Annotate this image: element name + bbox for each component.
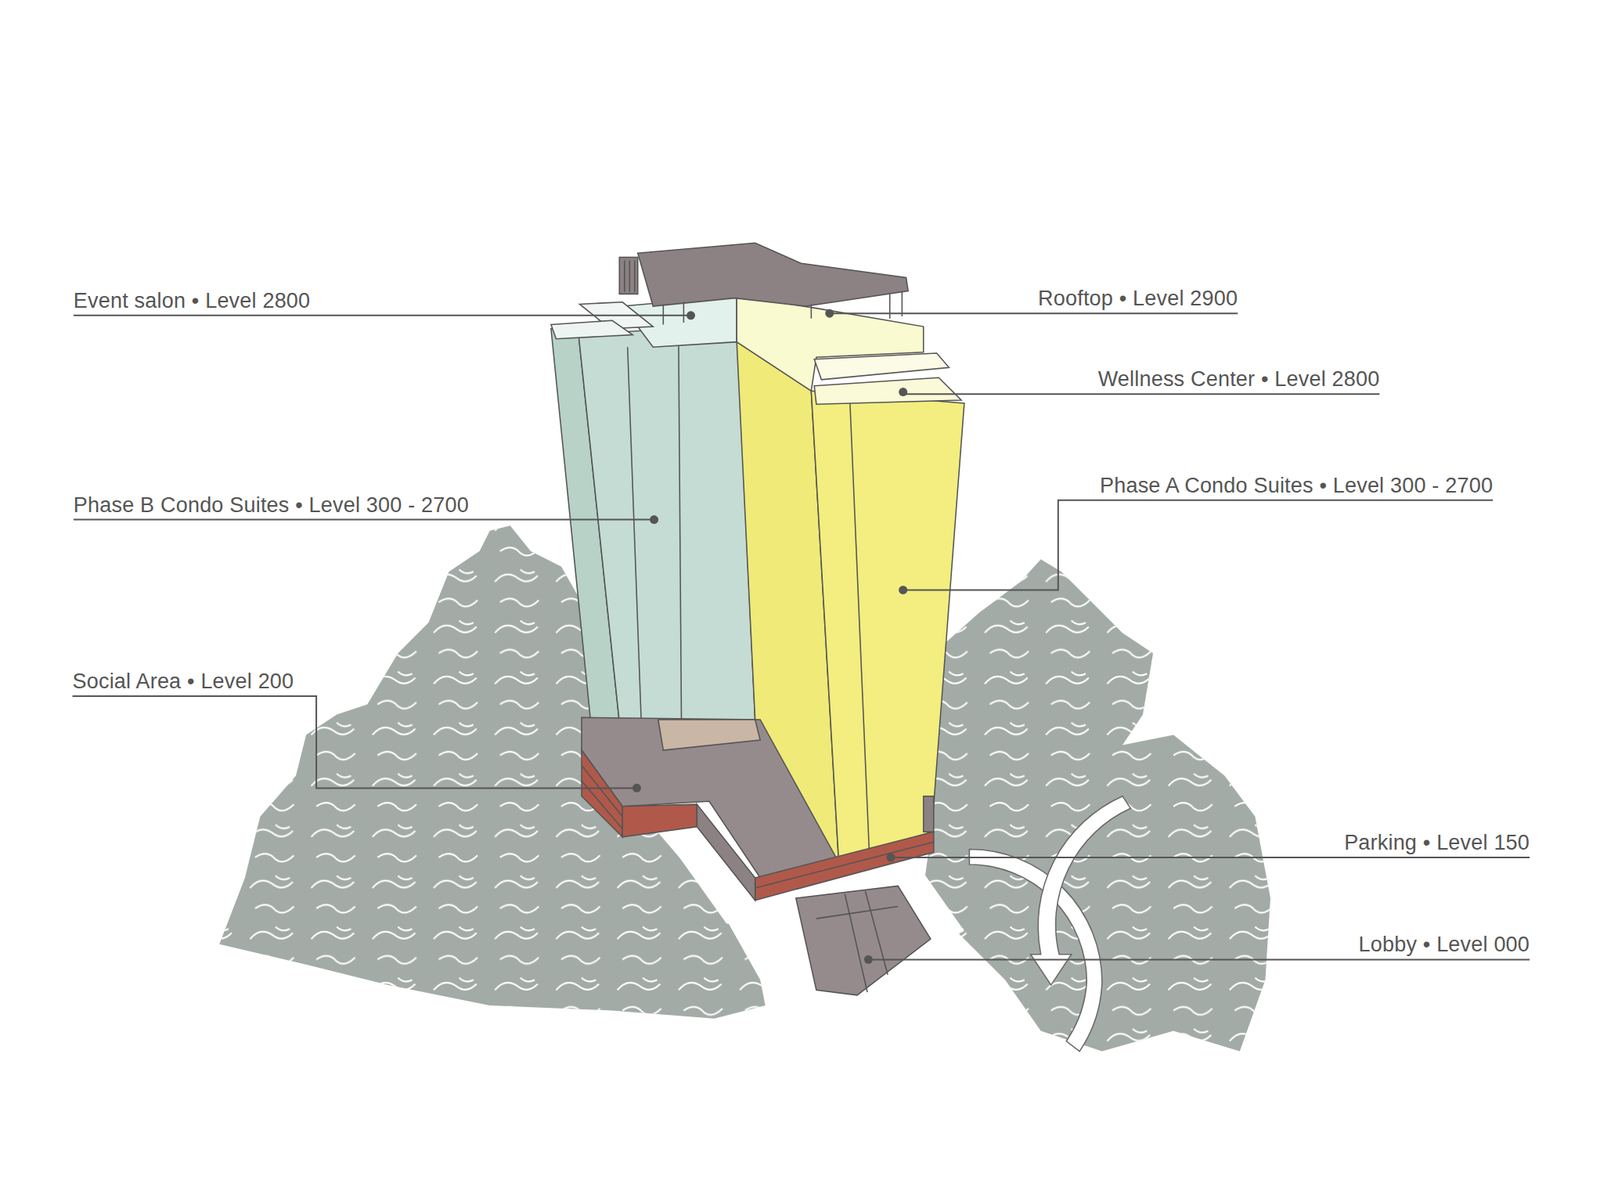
- callout-label: Wellness Center • Level 2800: [1098, 366, 1381, 392]
- leader-dot: [898, 387, 908, 397]
- leader-line: [903, 500, 1493, 591]
- leader-line: [890, 856, 1530, 858]
- leader-dot: [686, 310, 696, 320]
- leader-line: [73, 314, 692, 317]
- callout-label: Phase B Condo Suites • Level 300 - 2700: [73, 492, 469, 518]
- rooftop: [619, 242, 909, 325]
- callout-label: Event salon • Level 2800: [73, 288, 310, 314]
- leader-line: [868, 958, 1530, 960]
- callout-label: Social Area • Level 200: [72, 668, 295, 694]
- leader-dot: [898, 585, 908, 595]
- podium: [581, 717, 934, 900]
- callout-label: Rooftop • Level 2900: [1037, 285, 1238, 311]
- leader-dot: [886, 853, 896, 862]
- leader-dot: [649, 515, 659, 524]
- tower-phase-b: [551, 295, 756, 771]
- leader-line: [903, 392, 1381, 395]
- callout-label: Phase A Condo Suites • Level 300 - 2700: [1099, 472, 1493, 498]
- leader-dot: [632, 783, 642, 793]
- lobby: [796, 885, 931, 995]
- leader-line: [829, 312, 1238, 314]
- callout-label: Parking • Level 150: [1344, 829, 1530, 855]
- leader-dot: [825, 309, 834, 318]
- leader-dot: [864, 954, 873, 964]
- leader-line: [73, 518, 655, 521]
- rotation-arrow: [969, 796, 1131, 1052]
- callout-label: Lobby • Level 000: [1358, 931, 1531, 957]
- leader-line: [72, 695, 638, 788]
